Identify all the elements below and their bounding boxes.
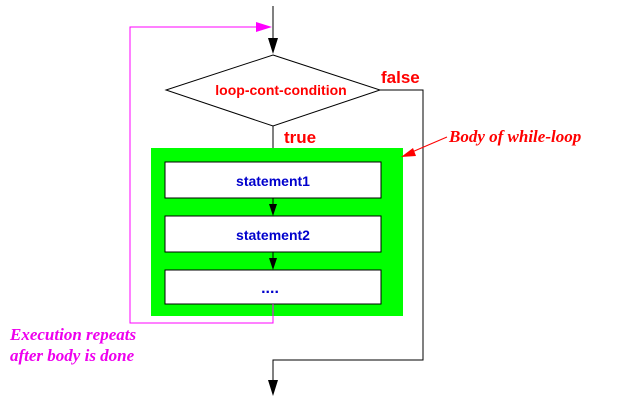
entry-arrowhead: [268, 38, 278, 54]
loop-back-arrowhead: [256, 22, 272, 32]
condition-label: loop-cont-condition: [215, 82, 346, 98]
true-label: true: [284, 128, 316, 147]
statement-box-3: [164, 269, 382, 305]
exit-arrowhead: [268, 380, 278, 396]
arrowhead-1-2: [269, 204, 277, 216]
repeat-annotation-line2: after body is done: [10, 346, 135, 365]
false-exit-path: [272, 89, 424, 380]
body-annotation: Body of while-loop: [448, 127, 581, 146]
repeat-annotation-line1: Execution repeats: [9, 325, 136, 344]
statement-label-2: statement2: [236, 227, 310, 243]
statement-box-2: [164, 215, 382, 253]
false-label: false: [381, 68, 420, 87]
body-annotation-arrowhead: [401, 148, 416, 157]
statement-label-1: statement1: [236, 173, 310, 189]
statement-box-1: [164, 161, 382, 199]
loop-back-path: [129, 26, 274, 324]
arrowhead-2-3: [269, 258, 277, 270]
body-annotation-pointer: [411, 136, 448, 153]
statement-label-3: ....: [261, 280, 279, 297]
